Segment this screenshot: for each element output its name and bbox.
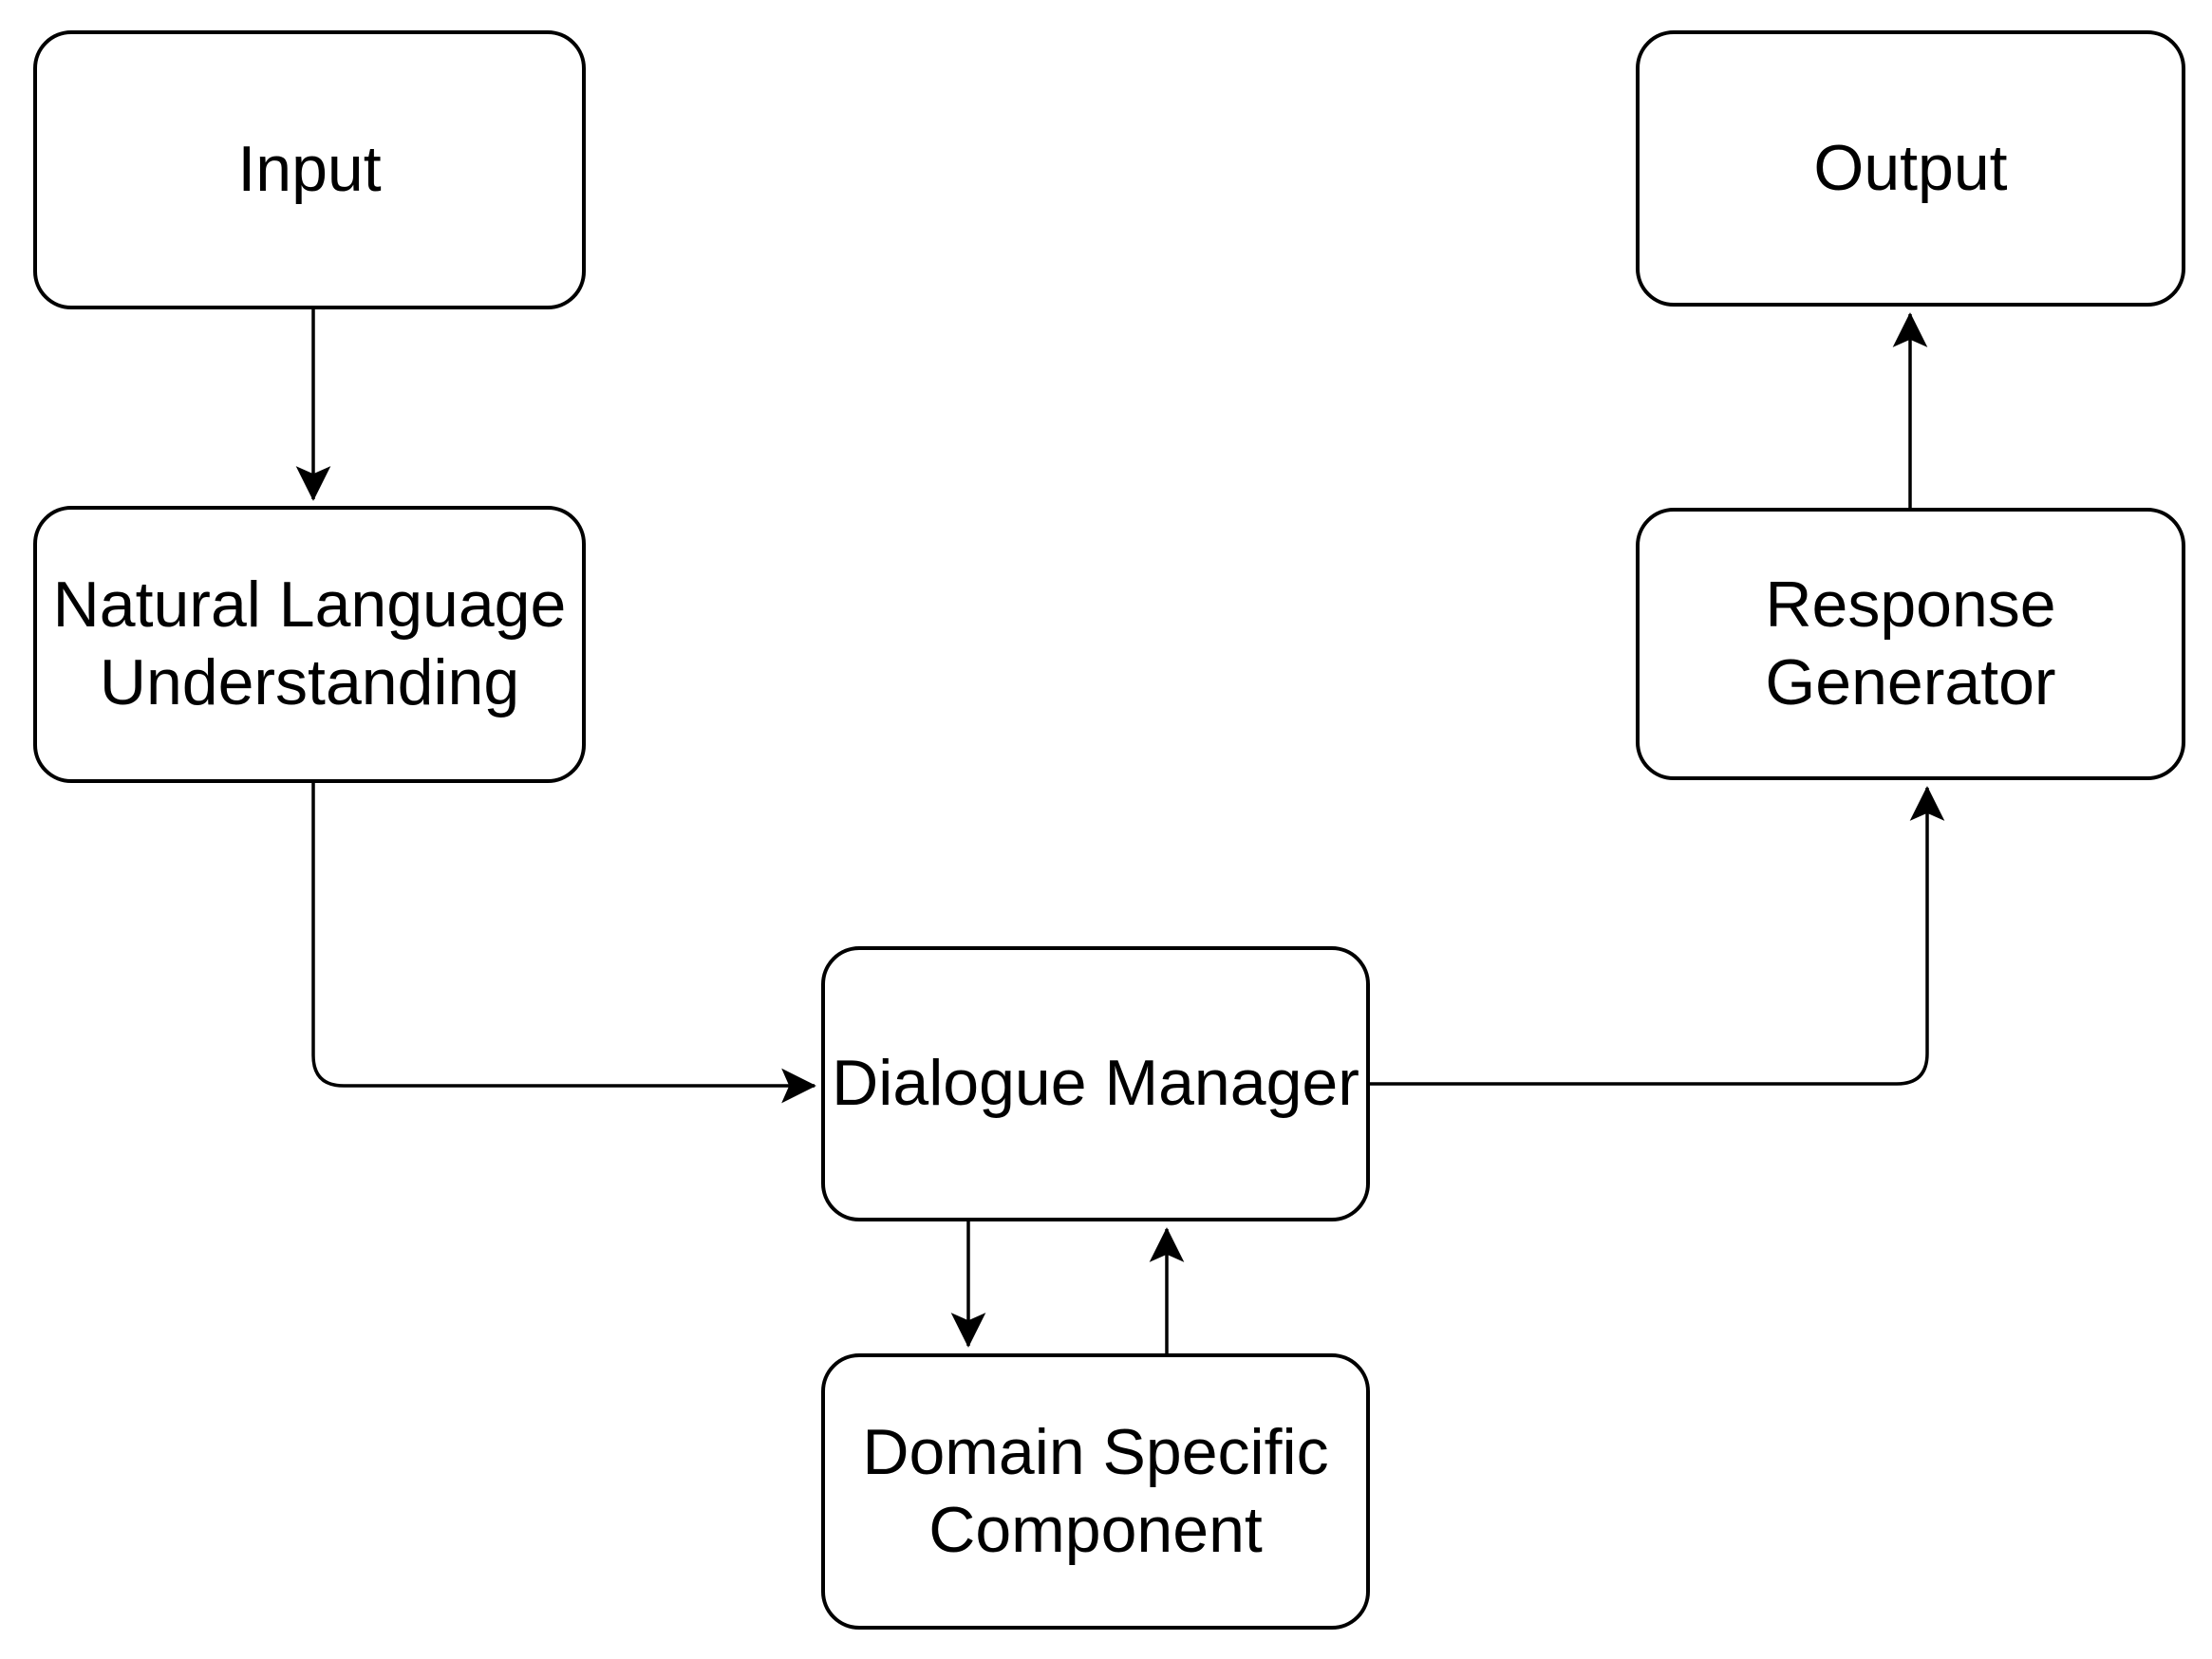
node-natural-language-understanding-label: Natural Language Understanding [52, 569, 567, 718]
node-domain-specific-component: Domain Specific Component [821, 1353, 1370, 1630]
node-output-label: Output [1813, 131, 2008, 204]
node-input: Input [33, 30, 586, 309]
node-response-generator: Response Generator [1636, 508, 2185, 780]
node-domain-specific-component-label: Domain Specific Component [862, 1415, 1329, 1566]
node-dialogue-manager-label: Dialogue Manager [832, 1047, 1359, 1120]
node-output: Output [1636, 30, 2185, 307]
node-natural-language-understanding: Natural Language Understanding [33, 506, 586, 783]
connector-dialogue-manager-to-response-generator [1370, 786, 1945, 1086]
node-dialogue-manager: Dialogue Manager [821, 946, 1370, 1221]
node-response-generator-label: Response Generator [1765, 568, 2056, 718]
connector-nlu-to-dialogue-manager [311, 783, 816, 1104]
node-input-label: Input [237, 133, 382, 206]
